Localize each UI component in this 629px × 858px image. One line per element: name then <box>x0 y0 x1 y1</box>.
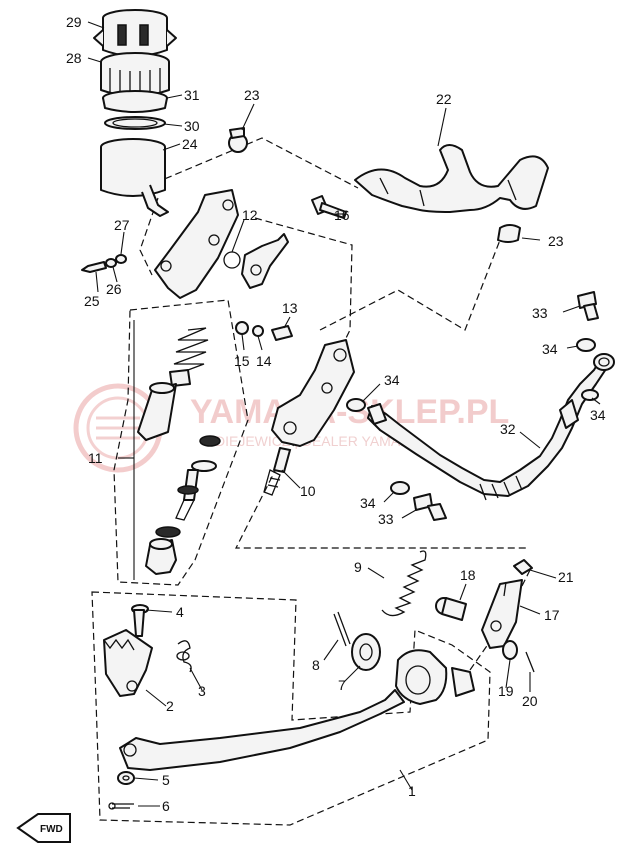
master-cylinder-kit <box>137 327 221 575</box>
master-cylinder <box>263 339 355 496</box>
callout-label: 17 <box>544 607 560 623</box>
union-bolt-top <box>577 291 599 321</box>
callout-label: 34 <box>590 407 606 423</box>
callout-label: 31 <box>184 87 200 103</box>
small-bolt-set <box>235 321 293 341</box>
callout-label: 25 <box>84 293 100 309</box>
pushrod-housing <box>154 189 239 299</box>
clevis-washer <box>502 640 518 660</box>
diaphragm <box>102 90 168 113</box>
pedal-washer <box>117 771 135 785</box>
reservoir-cap <box>93 9 177 57</box>
callout-label: 19 <box>498 683 514 699</box>
callout-label: 2 <box>166 698 174 714</box>
callout-label: 13 <box>282 300 298 316</box>
callout-label: 9 <box>354 559 362 575</box>
callout-labels: 29 28 31 30 24 23 22 12 16 23 27 25 26 1… <box>66 14 606 814</box>
callout-label: 11 <box>88 450 103 466</box>
brake-hose <box>367 353 615 501</box>
callout-label: 1 <box>408 783 416 799</box>
leader-lines <box>87 21 601 807</box>
callout-label: 32 <box>500 421 516 437</box>
cotter-pin-6 <box>108 802 134 810</box>
reservoir-hose <box>354 144 549 213</box>
hose-clamp-right <box>497 224 521 243</box>
pedal-tip <box>103 629 153 697</box>
callout-label: 33 <box>532 305 548 321</box>
clevis-nut <box>513 559 533 575</box>
callout-label: 30 <box>184 118 200 134</box>
reservoir-assembly <box>93 9 177 217</box>
return-spring <box>381 550 427 617</box>
reservoir-bolt-set <box>81 254 127 273</box>
callout-label: 34 <box>542 341 558 357</box>
callout-label: 6 <box>162 798 170 814</box>
reservoir-body <box>100 138 169 217</box>
clamp-link-dash <box>319 239 501 331</box>
callout-label: 28 <box>66 50 82 66</box>
arrow-left-icon <box>16 813 71 843</box>
callout-label: 15 <box>234 353 250 369</box>
brake-pedal <box>119 649 475 771</box>
reservoir-link-dash <box>139 197 159 276</box>
cotter-pin-20 <box>525 651 535 673</box>
callout-label: 23 <box>548 233 564 249</box>
direction-badge-label: FWD <box>40 824 63 835</box>
direction-badge: FWD <box>16 813 71 843</box>
callout-label: 5 <box>162 772 170 788</box>
callout-label: 22 <box>436 91 452 107</box>
clevis <box>481 579 523 649</box>
callout-label: 27 <box>114 217 130 233</box>
callout-label: 3 <box>198 683 206 699</box>
watermark: YAMAHA-SKLEP.PL DIEJEWICZ | DEALER YAMAH… <box>73 383 509 473</box>
hose-fitting <box>223 233 289 289</box>
diaphragm-plate <box>104 116 166 130</box>
watermark-brand: YAMAHA-SKLEP.PL <box>190 393 509 431</box>
cotter-pin-8 <box>333 611 351 647</box>
callout-label: 33 <box>378 511 394 527</box>
callout-label: 24 <box>182 136 198 152</box>
pivot-washer <box>351 633 381 671</box>
callout-label: 26 <box>106 281 122 297</box>
hose-link-dash <box>154 137 359 189</box>
callout-label: 18 <box>460 567 476 583</box>
callout-label: 10 <box>300 483 316 499</box>
callout-label: 29 <box>66 14 82 30</box>
callout-label: 34 <box>360 495 376 511</box>
callout-label: 20 <box>522 693 538 709</box>
watermark-dealer: DIEJEWICZ | DEALER YAMAHA <box>215 433 420 449</box>
callout-label: 16 <box>334 207 350 223</box>
pedal-pin <box>131 604 149 637</box>
callout-label: 8 <box>312 657 320 673</box>
callout-label: 14 <box>256 353 272 369</box>
callout-label: 4 <box>176 604 184 620</box>
hose-clamp-top <box>228 127 248 153</box>
pedal-assembly-outline <box>91 591 491 826</box>
clevis-pin <box>435 597 467 621</box>
callout-label: 23 <box>244 87 260 103</box>
callout-label: 7 <box>338 677 346 693</box>
tip-spring <box>176 640 192 673</box>
copper-washers <box>346 338 599 495</box>
callout-label: 21 <box>558 569 574 585</box>
kit-11-outline <box>113 299 249 586</box>
callout-label: 34 <box>384 372 400 388</box>
master-cylinder-outline <box>235 217 528 549</box>
union-bolt-bottom <box>413 493 447 521</box>
callout-label: 12 <box>242 207 258 223</box>
group-outlines <box>91 137 531 826</box>
